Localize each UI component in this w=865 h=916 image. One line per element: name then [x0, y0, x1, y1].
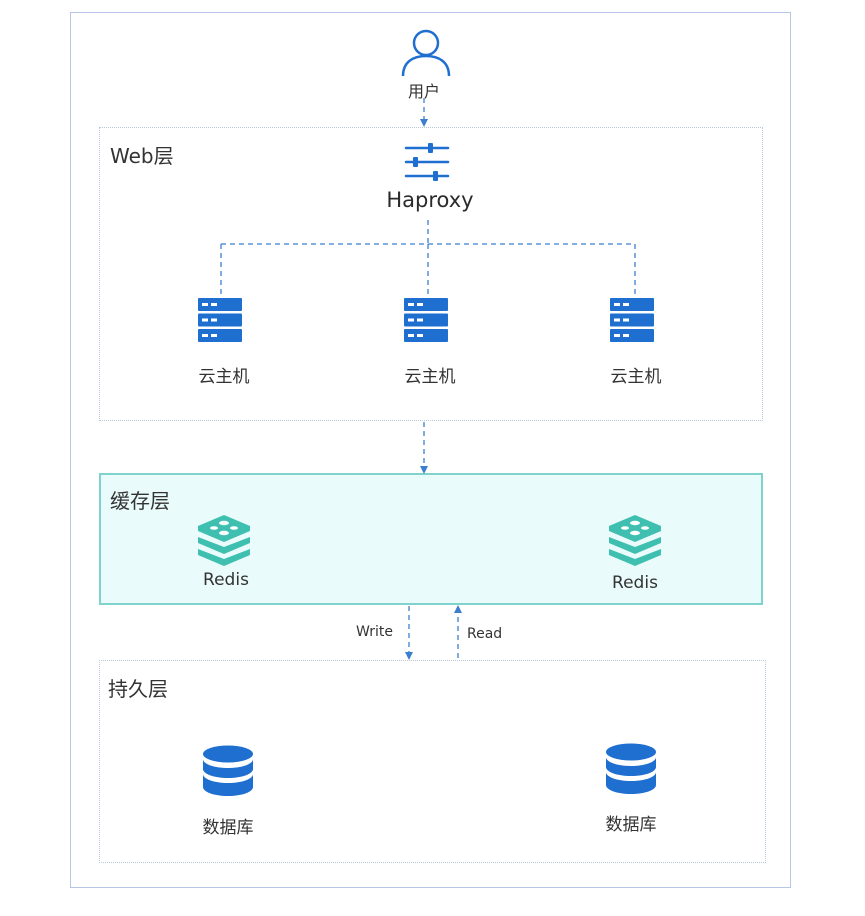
redis-label: Redis: [612, 573, 658, 593]
database-label: 数据库: [202, 818, 254, 838]
cache-layer: [99, 473, 763, 605]
web-layer-title: Web层: [110, 144, 174, 168]
server-icon: [198, 298, 242, 342]
host-label: 云主机: [610, 367, 662, 387]
database-icon: [203, 745, 253, 796]
write-label: Write: [356, 624, 393, 640]
user-label: 用户: [407, 82, 440, 101]
redis-icon: [198, 515, 250, 566]
persist-layer-title: 持久层: [108, 677, 168, 701]
persist-layer: [99, 660, 766, 863]
database-icon: [606, 743, 656, 794]
diagram-frame: [70, 12, 791, 888]
cache-layer-title: 缓存层: [110, 489, 170, 513]
database-label: 数据库: [605, 815, 657, 835]
sliders-icon: [404, 143, 450, 181]
web-layer: [99, 127, 763, 421]
host-label: 云主机: [198, 367, 250, 387]
redis-label: Redis: [203, 570, 249, 590]
redis-icon: [609, 515, 661, 566]
read-label: Read: [467, 626, 503, 642]
server-icon: [610, 298, 654, 342]
haproxy-label: Haproxy: [386, 188, 474, 212]
host-label: 云主机: [404, 367, 456, 387]
user-icon: [401, 29, 451, 77]
server-icon: [404, 298, 448, 342]
